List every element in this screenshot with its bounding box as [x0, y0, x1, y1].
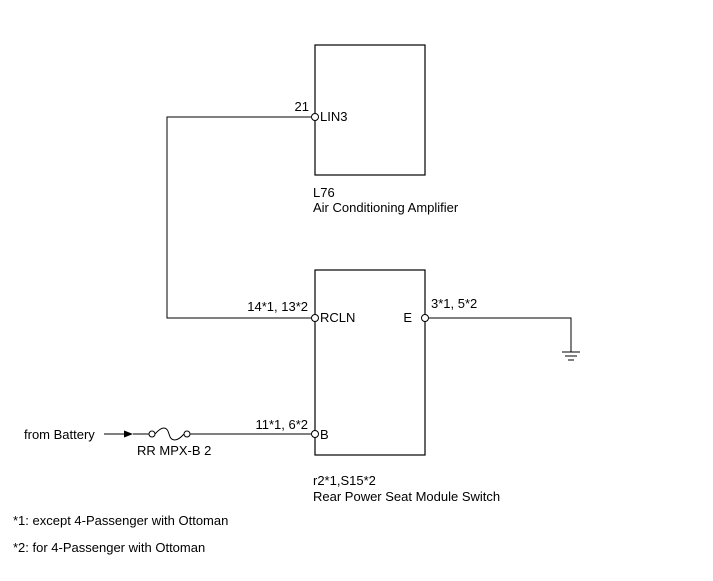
amplifier-code: L76 — [313, 185, 335, 200]
rcln-terminal — [311, 314, 319, 322]
air-conditioning-amplifier-box — [314, 44, 426, 176]
amplifier-name: Air Conditioning Amplifier — [313, 200, 459, 215]
rear-power-seat-module-switch: 14*1, 13*2 RCLN E 3*1, 5*2 11*1, 6*2 B r… — [247, 269, 500, 504]
lin3-pin-label: LIN3 — [320, 109, 347, 124]
footnote-2: *2: for 4-Passenger with Ottoman — [13, 540, 205, 555]
rcln-pin-label: RCLN — [320, 310, 355, 325]
footnote-1: *1: except 4-Passenger with Ottoman — [13, 513, 228, 528]
wire-e-to-ground — [429, 317, 572, 352]
arrow-right-icon — [124, 430, 133, 438]
seat-switch-name: Rear Power Seat Module Switch — [313, 489, 500, 504]
seat-module-switch-box — [314, 269, 426, 456]
e-pin-label: E — [403, 310, 412, 325]
wire-lin3-to-rcln — [166, 116, 311, 319]
b-terminal — [311, 430, 319, 438]
fuse-icon — [148, 427, 191, 441]
b-pin-label: B — [320, 427, 329, 442]
seat-switch-code: r2*1,S15*2 — [313, 473, 376, 488]
air-conditioning-amplifier: 21 LIN3 L76 Air Conditioning Amplifier — [295, 44, 459, 215]
rcln-pin-number: 14*1, 13*2 — [247, 299, 308, 314]
e-terminal — [421, 314, 429, 322]
fuse-label: RR MPX-B 2 — [137, 443, 211, 458]
lin3-terminal — [311, 113, 319, 121]
e-pin-number: 3*1, 5*2 — [431, 296, 477, 311]
lin3-pin-number: 21 — [295, 99, 309, 114]
b-pin-number: 11*1, 6*2 — [255, 417, 308, 432]
battery-label: from Battery — [24, 427, 95, 442]
ground-icon — [562, 351, 580, 361]
